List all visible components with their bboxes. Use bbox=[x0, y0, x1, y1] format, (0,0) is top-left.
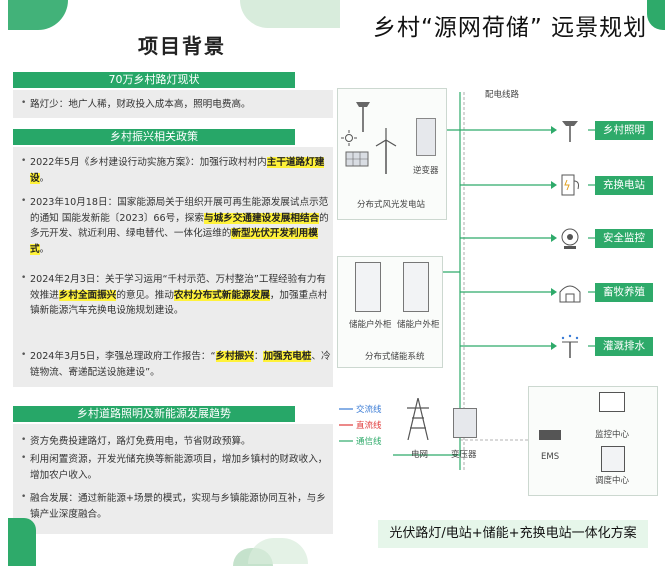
output-irrigation-drainage: 灌溉排水 bbox=[595, 337, 653, 356]
diagram-title: 乡村“源网荷储” 远景规划 bbox=[373, 15, 648, 41]
storage-cabinet-label: 储能户外柜 bbox=[349, 320, 392, 330]
section-header-rural-policy: 乡村振兴相关政策 bbox=[13, 129, 295, 145]
hill-decoration bbox=[248, 538, 308, 564]
list-item: 2023年10月18日：国家能源局关于组织开展可再生能源发展试点示范的通知 国能… bbox=[30, 197, 329, 255]
inverter-icon bbox=[416, 118, 436, 156]
solution-tagline: 光伏路灯/电站+储能+充换电站一体化方案 bbox=[378, 520, 648, 548]
sun-icon bbox=[341, 130, 357, 150]
distribution-line-label: 配电线路 bbox=[485, 90, 520, 100]
monitor-icon bbox=[599, 392, 625, 412]
section-panel bbox=[13, 147, 333, 387]
page-title: 项目背景 bbox=[138, 34, 226, 58]
output-charging-station: 充换电站 bbox=[595, 176, 653, 195]
corner-decoration bbox=[8, 518, 36, 566]
list-item: 路灯少：地广人稀，财政投入成本高，照明电费高。 bbox=[30, 99, 251, 110]
connection-lines bbox=[339, 92, 595, 470]
station-label: 分布式风光发电站 bbox=[357, 200, 426, 210]
leaf-decoration bbox=[240, 0, 340, 28]
charging-station-icon bbox=[558, 173, 582, 197]
server-icon bbox=[601, 446, 625, 472]
corner-decoration bbox=[8, 0, 68, 30]
ems-control-box bbox=[528, 386, 658, 496]
inverter-label: 逆变器 bbox=[413, 166, 439, 176]
section-panel bbox=[13, 424, 333, 534]
list-item: 利用闲置资源，开发光储充换等新能源项目，增加乡镇村的财政收入，增加农户收入。 bbox=[30, 454, 328, 481]
dispatch-center-label: 调度中心 bbox=[595, 476, 630, 486]
legend-dc: 直流线 bbox=[356, 421, 382, 431]
wind-turbine-icon bbox=[373, 128, 399, 178]
list-item: 融合发展：通过新能源+场景的模式，实现与乡镇能源协同互补，与乡镇产业深度融合。 bbox=[30, 493, 326, 520]
legend-comm: 通信线 bbox=[356, 437, 382, 447]
grid-label: 电网 bbox=[411, 450, 429, 460]
project-background-panel: 项目背景 70万乡村路灯现状 • 路灯少：地广人稀，财政投入成本高，照明电费高。… bbox=[8, 0, 340, 566]
storage-system-label: 分布式储能系统 bbox=[365, 352, 425, 362]
storage-cabinet-label: 储能户外柜 bbox=[397, 320, 440, 330]
storage-cabinet-icon bbox=[403, 262, 429, 312]
legend-ac: 交流线 bbox=[356, 405, 382, 415]
list-item: 2024年3月5日，李强总理政府工作报告：“乡村振兴：加强充电桩、冷链物流、寄递… bbox=[30, 351, 331, 378]
output-livestock-farming: 畜牧养殖 bbox=[595, 283, 653, 302]
ems-label: EMS bbox=[541, 452, 560, 462]
transformer-icon bbox=[453, 408, 477, 438]
corner-decoration bbox=[647, 0, 665, 30]
barn-icon bbox=[558, 280, 582, 304]
lamp-icon bbox=[558, 118, 582, 142]
irrigation-icon bbox=[558, 334, 582, 358]
streetlight-icon bbox=[353, 98, 370, 132]
ems-device-icon bbox=[539, 430, 561, 440]
list-item: 资方免费投建路灯，路灯免费用电，节省财政预算。 bbox=[30, 436, 251, 447]
storage-cabinet-icon bbox=[355, 262, 381, 312]
power-tower-icon bbox=[405, 397, 431, 444]
planning-diagram-panel: 乡村“源网荷储” 远景规划 bbox=[333, 0, 665, 566]
output-rural-lighting: 乡村照明 bbox=[595, 121, 653, 140]
list-item: 2022年5月《乡村建设行动实施方案》：加强行政村村内主干道路灯建设。 bbox=[30, 157, 325, 184]
section-header-streetlight-status: 70万乡村路灯现状 bbox=[13, 72, 295, 88]
monitor-center-label: 监控中心 bbox=[595, 430, 630, 440]
section-panel bbox=[13, 90, 333, 118]
list-item: 2024年2月3日：关于学习运用“千村示范、万村整治”工程经验有力有效推进乡村全… bbox=[30, 274, 328, 316]
solar-panel-icon bbox=[345, 150, 369, 174]
section-header-development-trend: 乡村道路照明及新能源发展趋势 bbox=[13, 406, 295, 422]
camera-icon bbox=[558, 226, 582, 250]
output-security-monitoring: 安全监控 bbox=[595, 229, 653, 248]
transformer-label: 变压器 bbox=[451, 450, 477, 460]
